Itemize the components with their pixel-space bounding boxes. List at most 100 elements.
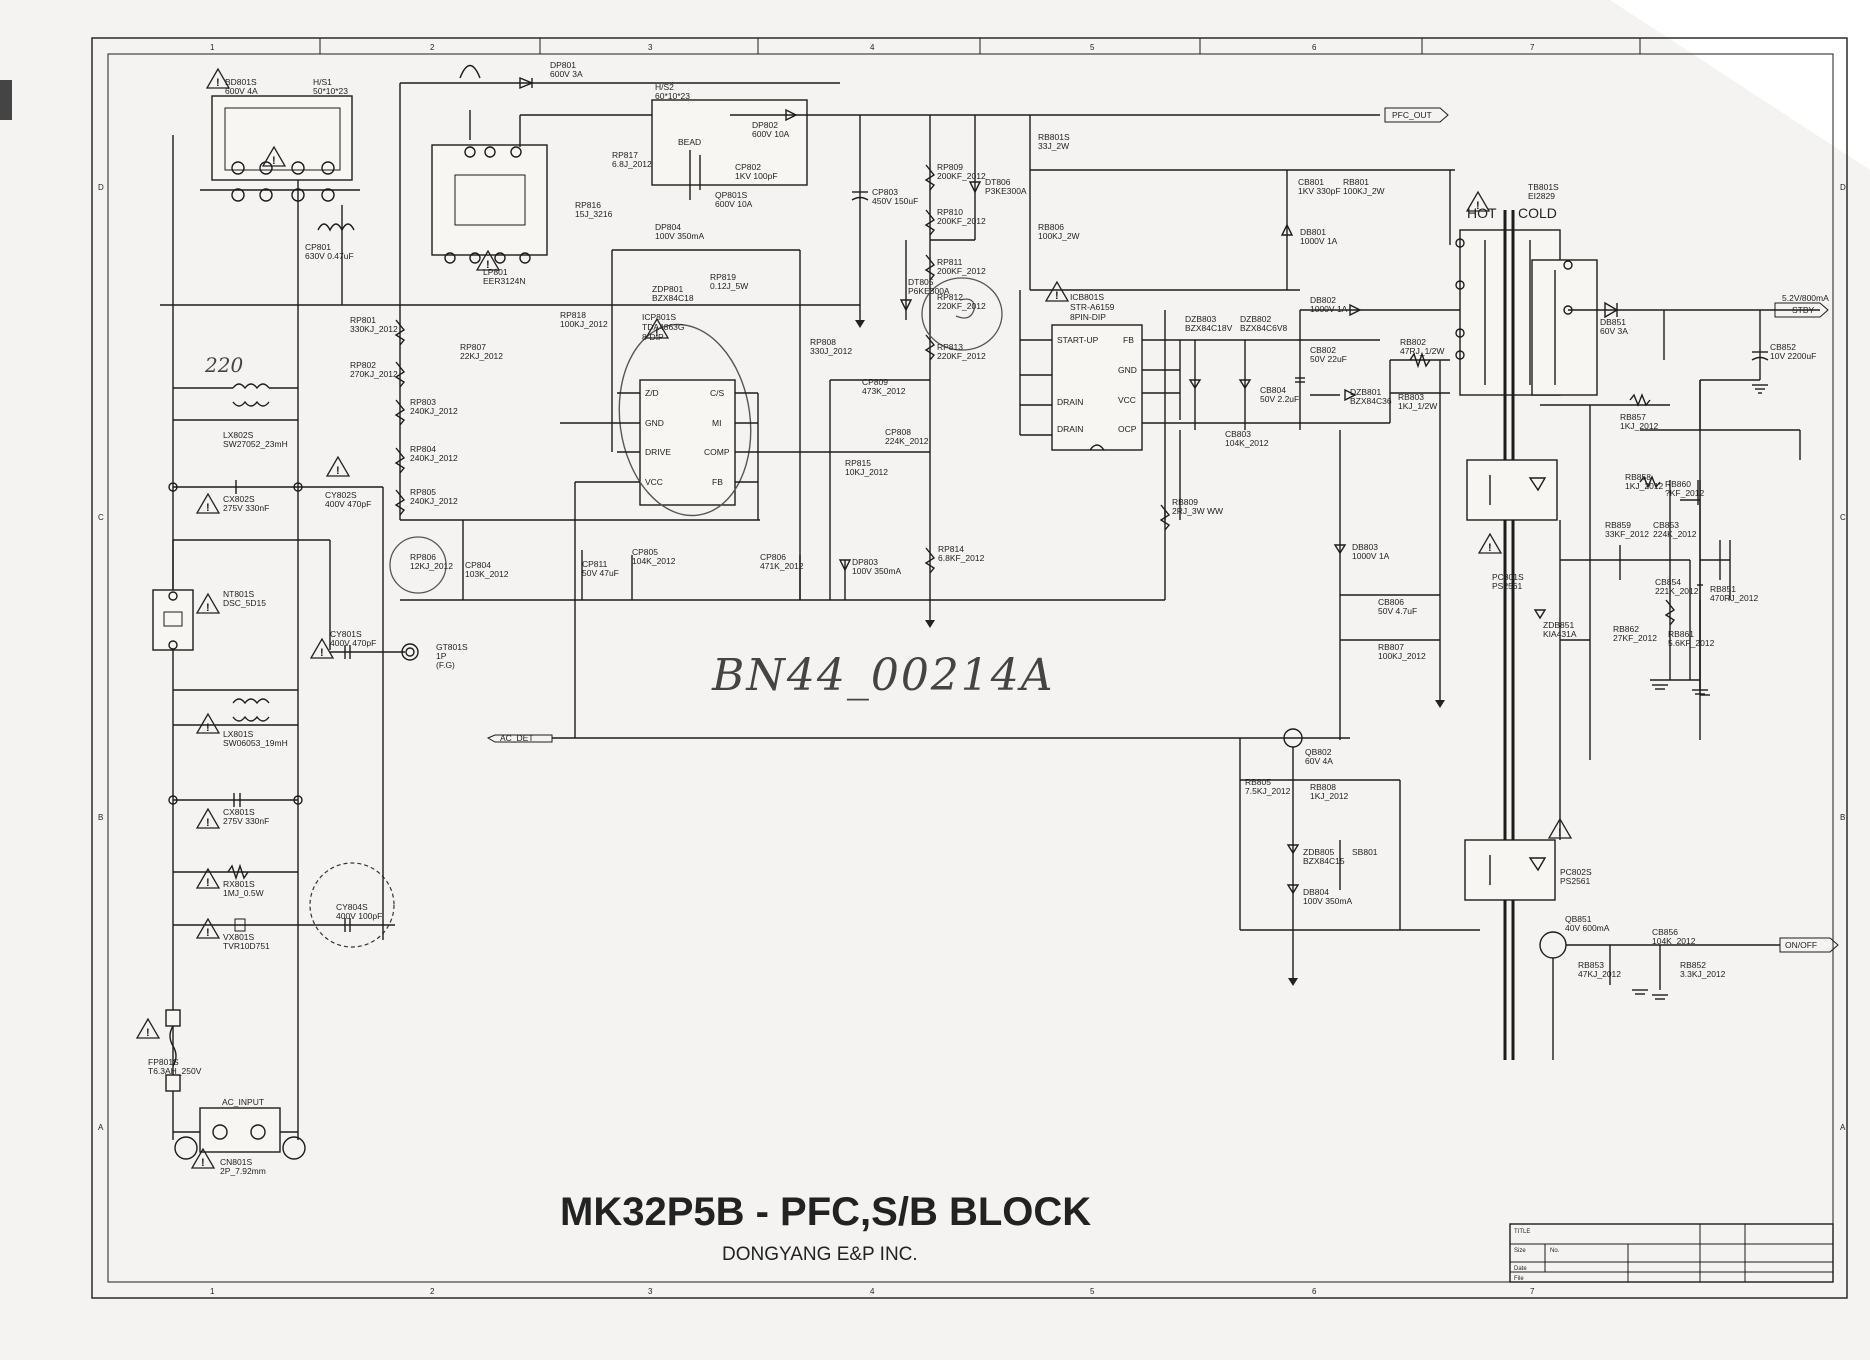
warning-triangle-icon: ! [1488, 542, 1492, 554]
hot-label: HOT [1467, 205, 1497, 221]
grid-row-label: C [98, 513, 104, 522]
handwritten-220: 220 [204, 353, 243, 377]
grid-row-label: B [1840, 813, 1845, 822]
ic-pin-label: MI [712, 418, 721, 428]
net-label-on-off: ON/OFF [1785, 940, 1817, 950]
component-label-ac_input: AC_INPUT [222, 1097, 264, 1107]
net-label-ac-det: AC_DET [500, 733, 534, 743]
ic-pin-label: C/S [710, 388, 725, 398]
title-block-file: File [1514, 1276, 1524, 1282]
warning-triangle-icon: ! [206, 927, 210, 939]
ic-pin-label: GND [1118, 365, 1137, 375]
net-label-top: PFC_OUT [1392, 110, 1432, 120]
title-block: TITLE Size No. Date File [1509, 1223, 1834, 1283]
warning-triangle-icon [1044, 280, 1070, 302]
grid-column-label: 3 [648, 43, 653, 52]
component-label-bead: BEAD [678, 137, 701, 147]
grid-column-label: 4 [870, 1287, 875, 1296]
component-label-sb801: SB801 [1352, 847, 1378, 857]
ic-pin-label: VCC [645, 477, 663, 487]
safety-warning-icons: !!!!!!!!!!!!!!!!!! [135, 67, 1573, 1169]
warning-triangle-icon [1465, 190, 1491, 212]
ic-pin-label: DRAIN [1057, 424, 1083, 434]
standby-section [1019, 210, 1839, 1060]
warning-triangle-icon [475, 249, 501, 271]
warning-triangle-icon: ! [1558, 827, 1562, 839]
scan-edge-mark [0, 80, 12, 120]
sheet-title: MK32P5B - PFC,S/B BLOCK [560, 1190, 1091, 1234]
grid-column-label: 5 [1090, 1287, 1095, 1296]
grid-column-label: 4 [870, 43, 875, 52]
warning-triangle-icon: ! [206, 602, 210, 614]
warning-triangle-icon [195, 592, 221, 614]
warning-triangle-icon [135, 1017, 161, 1039]
grid-column-label: 2 [430, 43, 435, 52]
grid-column-label: 2 [430, 1287, 435, 1296]
warning-triangle-icon [195, 492, 221, 514]
ic-package: 8-DIP [642, 332, 664, 342]
grid-column-label: 7 [1530, 43, 1535, 52]
warning-triangle-icon: ! [486, 259, 490, 271]
grid-row-label: D [1840, 183, 1846, 192]
inner-frame [107, 53, 1834, 1283]
paper-corner [1610, 0, 1870, 170]
grid-column-label: 6 [1312, 1287, 1317, 1296]
warning-triangle-icon: ! [206, 502, 210, 514]
ic-package: 8PIN-DIP [1070, 312, 1106, 322]
ic-icp801s: ICP801S TDA4863G 8-DIP Z/D GND DRIVE VCC… [642, 312, 730, 487]
grid-column-label: 1 [210, 1287, 215, 1296]
warning-triangle-icon [325, 455, 351, 477]
ground-symbols [1632, 384, 1768, 1000]
